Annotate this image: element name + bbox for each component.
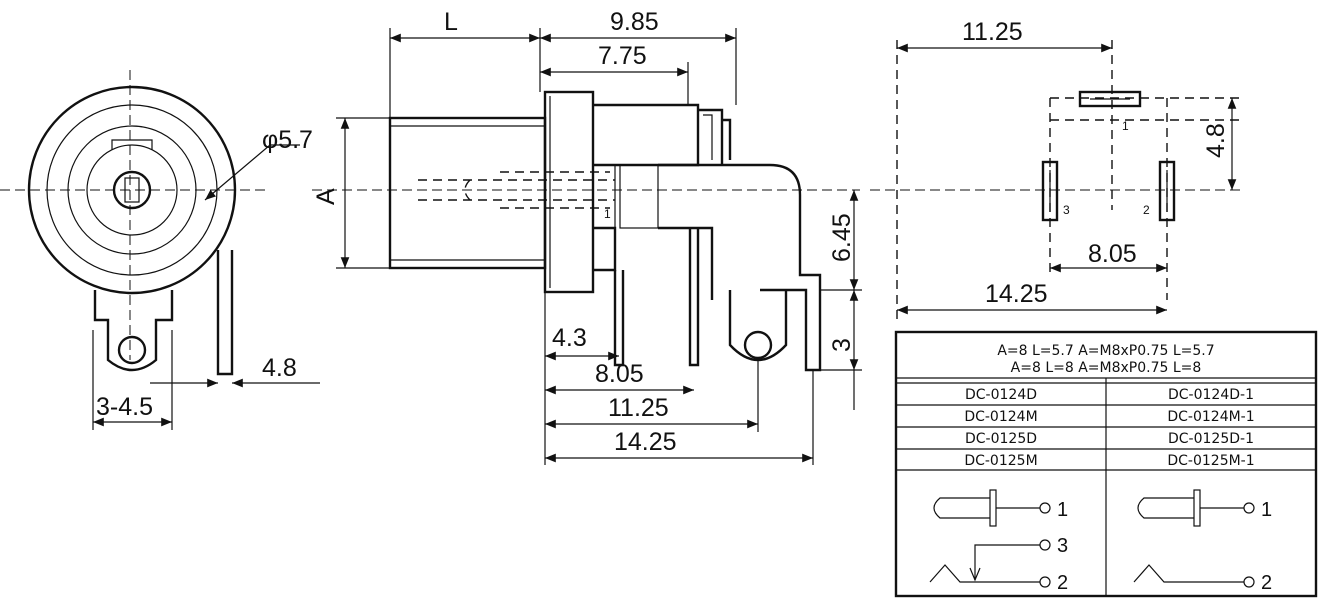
svg-text:1: 1 <box>604 207 611 221</box>
table-cell: DC-0125M <box>964 453 1037 469</box>
side-view: 1 L 9.85 7.75 A 6.45 <box>312 8 862 465</box>
dim-3-4-5: 3-4.5 <box>96 393 153 421</box>
dim-11-25-side: 11.25 <box>608 394 669 422</box>
pad-2 <box>1158 160 1176 222</box>
dim-8-05-side: 8.05 <box>595 360 644 388</box>
dim-11-25-pcb: 11.25 <box>962 18 1023 46</box>
dim-4-8-front: 4.8 <box>262 354 297 382</box>
dim-phi-5-7: φ5.7 <box>262 126 313 154</box>
pad-3-label: 3 <box>1063 203 1070 217</box>
dim-14-25-pcb: 14.25 <box>985 280 1048 308</box>
table-cell: DC-0124D-1 <box>1168 387 1254 403</box>
pad-1 <box>1078 90 1142 108</box>
table-header-line-2: A=8 L=8 A=M8xP0.75 L=8 <box>1011 360 1202 376</box>
dim-8-05-pcb: 8.05 <box>1088 240 1137 268</box>
schem-pin-1: 1 <box>1057 499 1068 521</box>
dim-3: 3 <box>828 338 856 352</box>
schem-pin-2: 2 <box>1057 572 1068 594</box>
dim-A: A <box>312 188 340 205</box>
table-cell: DC-0125D-1 <box>1168 431 1254 447</box>
table-cell: DC-0124M <box>964 409 1037 425</box>
dim-14-25-side: 14.25 <box>614 428 677 456</box>
pad-2-label: 2 <box>1143 203 1150 217</box>
dim-7-75: 7.75 <box>598 42 647 70</box>
table-cell: DC-0125D <box>965 431 1037 447</box>
table-cell: DC-0125M-1 <box>1167 453 1254 469</box>
dim-4-8-pcb: 4.8 <box>1202 123 1230 158</box>
table-header-line-1: A=8 L=5.7 A=M8xP0.75 L=5.7 <box>997 343 1214 359</box>
table-cell: DC-0124M-1 <box>1167 409 1254 425</box>
pcb-footprint-view: 1 3 2 11.25 4.8 8.05 14.25 <box>870 18 1240 320</box>
pad-3 <box>1041 160 1059 222</box>
schem-pin-3: 3 <box>1057 535 1068 557</box>
part-number-table: A=8 L=5.7 A=M8xP0.75 L=5.7 A=8 L=8 A=M8x… <box>894 330 1318 598</box>
front-view: φ5.7 4.8 3-4.5 <box>0 70 320 430</box>
table-cell: DC-0124D <box>965 387 1037 403</box>
schematic-3-pin: 1 3 2 <box>929 489 1068 594</box>
dim-9-85: 9.85 <box>610 8 659 36</box>
dim-6-45: 6.45 <box>828 213 856 262</box>
pad-1-label: 1 <box>1122 119 1129 133</box>
dim-L: L <box>444 8 458 36</box>
schematic-2-pin: 1 2 <box>1133 489 1272 594</box>
schem-pin-1: 1 <box>1261 499 1272 521</box>
schem-pin-2: 2 <box>1261 572 1272 594</box>
dim-4-3: 4.3 <box>552 324 587 352</box>
